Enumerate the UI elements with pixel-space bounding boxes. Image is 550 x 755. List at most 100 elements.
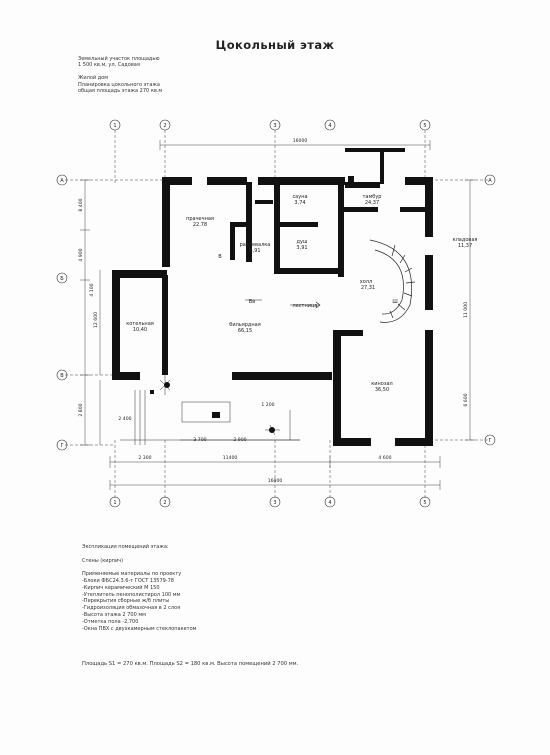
wall (333, 330, 363, 336)
axis-bubble (56, 174, 68, 186)
room-name: котельная (126, 321, 154, 327)
wall (232, 372, 332, 380)
annotation: Ш (392, 299, 397, 305)
axis-label: 1 (113, 123, 116, 129)
notes-line: -Окна ПВХ с двухкамерным стеклопакетом (82, 625, 197, 632)
axis-label: Г (60, 443, 63, 449)
axis-bubble (56, 369, 68, 381)
notes-line: -Гидроизоляция обмазочная в 2 слоя (82, 605, 181, 612)
wall (333, 330, 341, 446)
wall (112, 372, 140, 380)
header-line: Жилой дом (78, 75, 109, 82)
notes-line: -Высота этажа 2 700 мм (82, 611, 146, 618)
axis-label: 3 (273, 123, 276, 129)
room-area: 24,37 (365, 200, 379, 206)
wall (345, 182, 380, 188)
wall (162, 177, 170, 267)
axis-labels: 1 2 3 4 5 А Б В Г А Г 1 2 3 4 5 (60, 123, 492, 506)
dim-text: 8 400 (78, 198, 84, 211)
axis-bubble (159, 119, 171, 131)
room-name: тамбур (363, 194, 382, 200)
room-area: 11,37 (458, 243, 472, 249)
room-name: душ (297, 239, 308, 245)
axis-bubble (109, 496, 121, 508)
axis-bubble (159, 496, 171, 508)
notes-line (82, 564, 196, 571)
axis-bubble (484, 174, 496, 186)
door-arrows (245, 299, 321, 309)
dim-text: 2 300 (138, 455, 151, 461)
dim-text: 6 600 (463, 393, 469, 406)
wall (162, 275, 168, 375)
header-line: общая площадь этажа 270 кв.м (78, 88, 163, 95)
axis-label: А (488, 178, 492, 184)
dim-text: 4 100 (89, 283, 95, 296)
dimension-texts: 16000 16000 11400 4 600 2 300 3 700 2 90… (78, 138, 469, 484)
wall (345, 148, 405, 152)
wall (230, 222, 250, 227)
wall (230, 222, 235, 260)
room-name: кинозал (371, 381, 393, 387)
axis-bubble (484, 434, 496, 446)
axis-label: В (60, 373, 64, 379)
axis-label: 1 (113, 500, 116, 506)
room-area: 27,31 (361, 285, 375, 291)
room-area: 8,91 (249, 248, 260, 254)
axis-label: Г (488, 438, 491, 444)
axis-bubble (56, 272, 68, 284)
dim-text: 12 600 (93, 312, 99, 328)
notes-line: -Кирпич керамический М 150 (82, 584, 160, 591)
wall (400, 207, 428, 212)
axis-label: 5 (423, 500, 426, 506)
header-line: Планировка цокольного этажа (78, 81, 160, 88)
wall (425, 255, 433, 310)
marker (212, 412, 220, 418)
axis-markers (56, 119, 496, 508)
room-name: кладовая (453, 237, 478, 243)
axis-bubble (324, 496, 336, 508)
dark-marks (150, 382, 275, 433)
walls (112, 148, 433, 446)
page-title: Цокольный этаж (215, 38, 335, 52)
wall (395, 438, 433, 446)
axis-label: 5 (423, 123, 426, 129)
axis-label: 2 (163, 123, 166, 129)
annotation: В (218, 254, 222, 260)
wall (255, 200, 273, 204)
wall (274, 182, 280, 274)
wall (162, 177, 192, 185)
wall (207, 177, 247, 185)
dim-text: 4 900 (78, 248, 84, 261)
axis-label: 2 (163, 500, 166, 506)
wall (278, 222, 318, 227)
wall (258, 177, 278, 185)
wall (274, 268, 344, 274)
notes-line: -Отметка пола -2,700 (82, 618, 139, 625)
room-area: 22,78 (193, 222, 207, 228)
notes-line: Применяемые материалы по проекту (82, 571, 182, 578)
wall (405, 177, 433, 185)
wall (338, 207, 378, 212)
axis-bubble (419, 119, 431, 131)
dim-text: 1 200 (261, 402, 274, 408)
axis-bubble (56, 439, 68, 451)
dimension-lines (65, 130, 490, 500)
wall (112, 270, 120, 380)
room-name: прачечная (186, 216, 214, 222)
dim-text: 2 400 (118, 416, 131, 422)
room-area: 3,91 (296, 245, 307, 251)
notes-line: -Перекрытия сборные ж/б плиты (82, 598, 170, 605)
dim-text: 2 900 (233, 437, 246, 443)
header-notes: Земельный участок площадью 1 500 кв.м, у… (78, 56, 162, 94)
room-area: 36,50 (375, 387, 389, 393)
column-mark (164, 382, 170, 388)
axis-label: 4 (328, 500, 331, 506)
room-area: 3,74 (294, 200, 305, 206)
axis-bubble (109, 119, 121, 131)
axis-bubble (269, 496, 281, 508)
room-name: сауна (292, 194, 307, 200)
axis-label: Б (60, 276, 64, 282)
annotation: Вв (249, 299, 255, 305)
wall (338, 182, 344, 277)
